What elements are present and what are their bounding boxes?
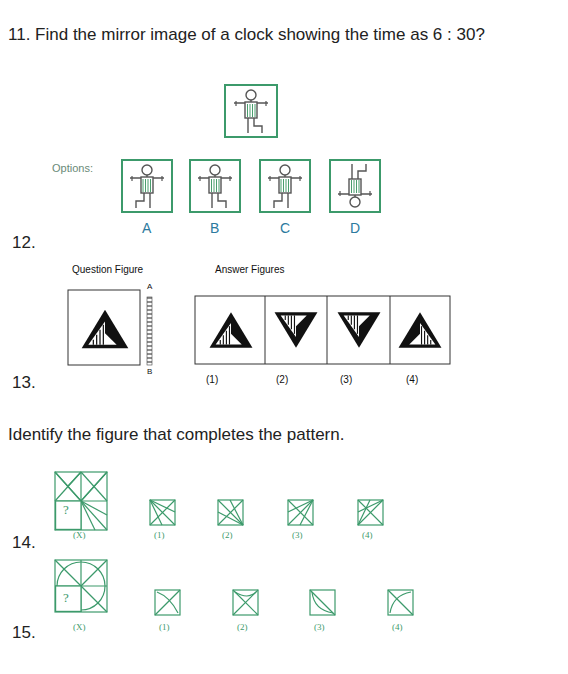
figure-number: (X) [73,623,86,633]
mirror-line [147,297,152,365]
answer-number: (3) [340,374,352,385]
answer-number: (4) [406,374,418,385]
option-letter: A [142,221,151,236]
question-text: 11. Find the mirror image of a clock sho… [8,26,485,45]
pattern-options [150,500,383,525]
mirror-end-label: A [147,283,152,292]
question-figure [225,85,277,137]
option-letter: B [210,221,219,236]
figure-number: (2) [222,531,233,541]
options-label: Options: [52,162,93,174]
figure-number: (1) [159,623,170,633]
option-letter: D [350,221,360,236]
question-figure [68,290,140,365]
pattern-figure [55,472,107,530]
figure-number: (4) [362,531,373,541]
figure-number: (1) [154,531,165,541]
answer-number: (1) [206,374,218,385]
option-figures [122,160,380,212]
mirror-end-label: B [147,368,152,377]
figure-number: (2) [237,623,248,633]
answer-figures [195,296,450,364]
figure-number: (X) [73,531,86,541]
figure-number: (3) [292,531,303,541]
missing-mark: ? [63,503,69,517]
question-number: 13. [12,374,36,393]
question-number: 12. [12,234,36,253]
answer-number: (2) [276,374,288,385]
missing-mark: ? [63,591,69,605]
figure-heading: Question Figure [72,264,143,275]
figure-number: (3) [314,623,325,633]
figure-heading: Answer Figures [215,264,284,275]
option-letter: C [280,221,290,236]
instruction-text: Identify the figure that completes the p… [8,426,344,445]
pattern-options [155,590,413,615]
figure-number: (4) [392,623,403,633]
question-number: 14. [12,534,36,553]
pattern-figure [55,560,107,612]
question-number: 15. [12,624,36,643]
